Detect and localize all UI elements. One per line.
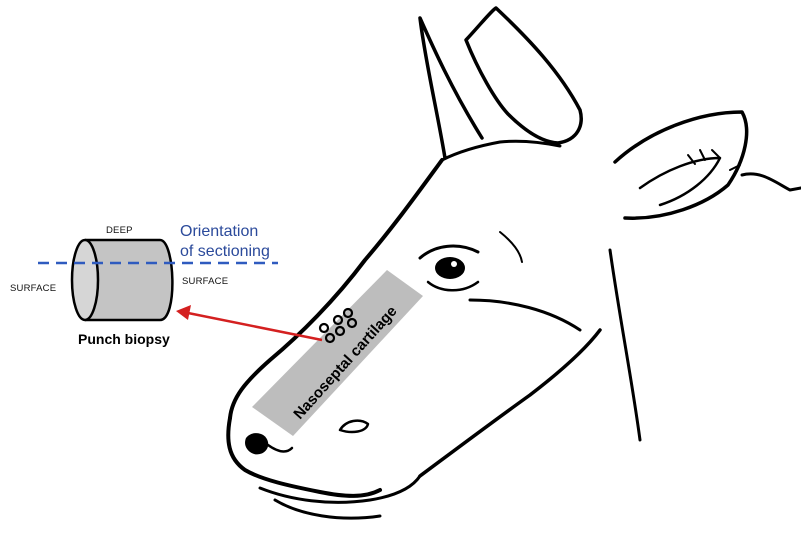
biopsy-site <box>320 324 328 332</box>
nostril <box>245 433 268 454</box>
eye <box>420 232 522 290</box>
muzzle-outline <box>228 418 380 496</box>
orientation-label-line2: of sectioning <box>180 243 270 260</box>
cylinder-end-face <box>72 240 98 320</box>
punch-biopsy-cylinder <box>72 240 172 320</box>
eye-highlight <box>451 261 457 267</box>
neck-lower-line <box>610 250 640 440</box>
poll-outline <box>442 141 560 160</box>
surface-left-label: SURFACE <box>10 283 56 294</box>
deep-label: DEEP <box>106 225 133 236</box>
mouth-line <box>260 476 420 502</box>
eye-pupil <box>435 257 465 279</box>
right-horn <box>466 8 581 143</box>
left-horn <box>420 18 482 158</box>
jaw-line <box>420 330 600 476</box>
arrow-shaft <box>188 313 322 340</box>
eye-lid-lower <box>428 282 478 290</box>
lip-mark <box>340 421 368 432</box>
orientation-label-line1: Orientation <box>180 223 258 240</box>
surface-right-label: SURFACE <box>182 276 228 287</box>
neck-line <box>742 174 801 190</box>
punch-biopsy-label: Punch biopsy <box>78 331 170 347</box>
cheek-line <box>470 300 580 330</box>
cow-head-drawing <box>228 8 801 518</box>
eyebrow <box>500 232 522 262</box>
arrow-head <box>176 305 191 320</box>
sampling-arrow <box>176 305 322 340</box>
nostril-fold <box>268 445 292 451</box>
eye-lid-upper <box>420 246 478 258</box>
